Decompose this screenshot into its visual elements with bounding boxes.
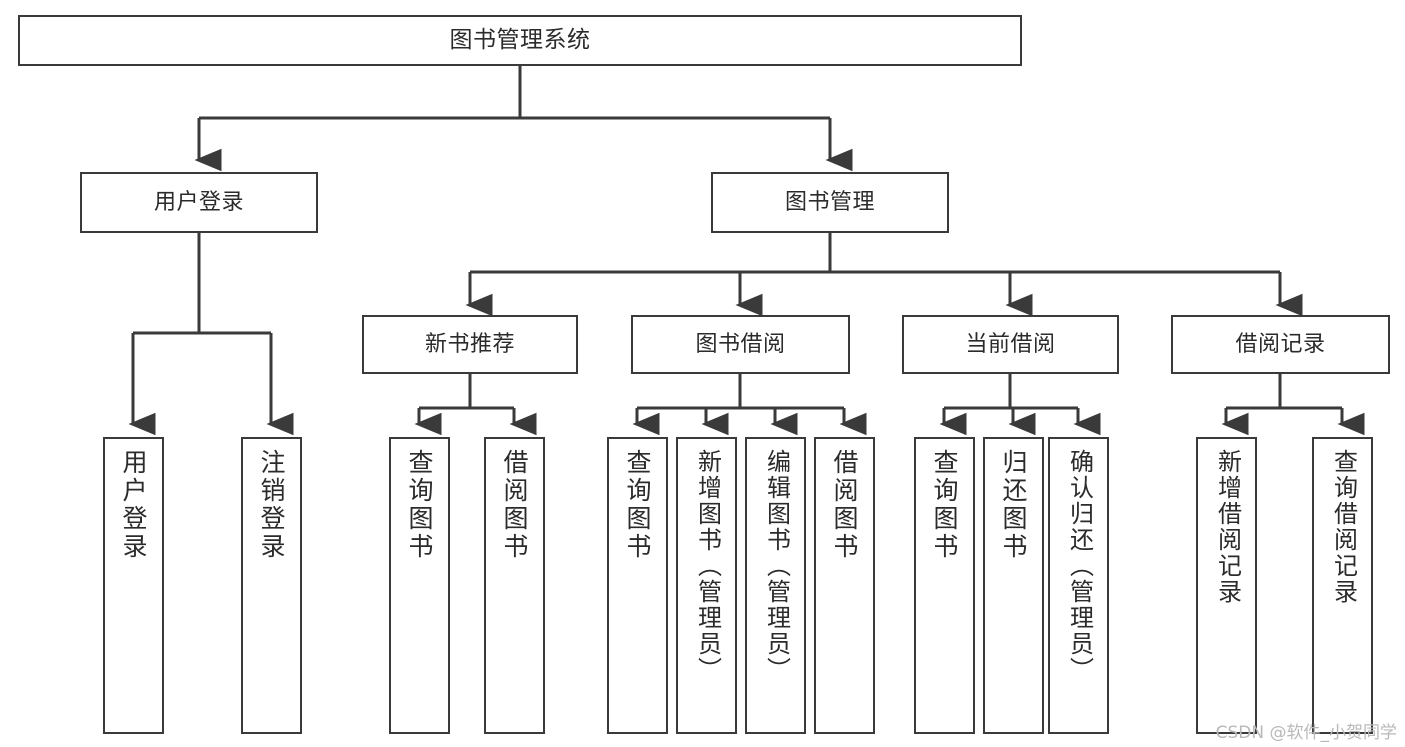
node-label: 借阅图书	[500, 449, 529, 561]
leaf-record-query-record[interactable]: 查询借阅记录	[1312, 437, 1373, 734]
node-borrow-record[interactable]: 借阅记录	[1171, 315, 1390, 374]
node-current-borrow[interactable]: 当前借阅	[902, 315, 1119, 374]
node-label: 图书管理系统	[449, 27, 591, 54]
node-label: 编辑图书（管理员）	[762, 449, 791, 683]
node-label: 用户登录	[119, 449, 148, 561]
node-label: 查询图书	[405, 449, 434, 561]
leaf-borrow-query-book[interactable]: 查询图书	[607, 437, 668, 734]
leaf-borrow-edit-book-admin[interactable]: 编辑图书（管理员）	[745, 437, 806, 734]
node-label: 图书借阅	[695, 331, 786, 357]
node-label: 当前借阅	[965, 331, 1056, 357]
leaf-current-confirm-return-admin[interactable]: 确认归还（管理员）	[1048, 437, 1109, 734]
leaf-user-login-login[interactable]: 用户登录	[103, 437, 164, 734]
leaf-current-query-book[interactable]: 查询图书	[914, 437, 975, 734]
leaf-borrow-borrow-book[interactable]: 借阅图书	[814, 437, 875, 734]
node-label: 注销登录	[257, 449, 286, 561]
node-label: 查询图书	[623, 449, 652, 561]
node-label: 查询图书	[930, 449, 959, 561]
node-book-borrow[interactable]: 图书借阅	[631, 315, 850, 374]
node-user-login[interactable]: 用户登录	[80, 172, 318, 233]
node-label: 借阅图书	[830, 449, 859, 561]
node-label: 新书推荐	[424, 331, 515, 357]
node-label: 新增图书（管理员）	[693, 449, 722, 683]
node-label: 借阅记录	[1235, 331, 1326, 357]
leaf-recommend-borrow-book[interactable]: 借阅图书	[484, 437, 545, 734]
node-label: 查询借阅记录	[1329, 449, 1358, 605]
node-new-book-recommend[interactable]: 新书推荐	[362, 315, 578, 374]
leaf-record-add-record[interactable]: 新增借阅记录	[1196, 437, 1257, 734]
node-label: 归还图书	[999, 449, 1028, 561]
leaf-recommend-query-book[interactable]: 查询图书	[389, 437, 450, 734]
node-label: 用户登录	[153, 189, 244, 215]
node-label: 确认归还（管理员）	[1065, 449, 1094, 683]
node-label: 图书管理	[784, 189, 875, 215]
node-book-management[interactable]: 图书管理	[711, 172, 949, 233]
node-label: 新增借阅记录	[1213, 449, 1242, 605]
node-root-system[interactable]: 图书管理系统	[18, 15, 1022, 66]
watermark-text: CSDN @软件_小贺同学	[1215, 723, 1397, 743]
leaf-borrow-add-book-admin[interactable]: 新增图书（管理员）	[676, 437, 737, 734]
leaf-user-login-logout[interactable]: 注销登录	[241, 437, 302, 734]
leaf-current-return-book[interactable]: 归还图书	[983, 437, 1044, 734]
